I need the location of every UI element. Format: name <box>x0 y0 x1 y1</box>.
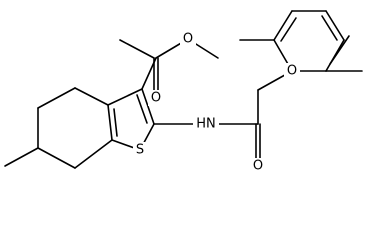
bond <box>325 10 345 41</box>
bond <box>74 87 109 106</box>
bond <box>113 108 118 137</box>
atom-label: O <box>183 32 193 47</box>
molecule-drawing: O O O HN S O <box>4 10 363 174</box>
bond <box>107 88 143 106</box>
bond <box>141 88 155 125</box>
bond <box>329 35 350 65</box>
atom-label: O <box>287 64 297 79</box>
atom-label: S <box>136 143 144 158</box>
atom-o-ester-carbonyl: O <box>148 90 164 106</box>
atom-label-layer: O O O HN S O <box>133 31 300 174</box>
bond <box>141 57 157 90</box>
atom-label: HN <box>196 117 216 132</box>
bond <box>280 17 297 42</box>
bond <box>37 147 76 169</box>
atom-label: O <box>253 159 263 174</box>
bond <box>136 94 148 124</box>
atom-nh: HN <box>193 116 219 132</box>
atom-o-ether: O <box>284 63 300 79</box>
bond <box>37 87 76 109</box>
atom-o-ester-single: O <box>180 31 196 47</box>
atom-o-amide: O <box>250 158 266 174</box>
atom-s-thiophene: S <box>133 142 147 158</box>
bond <box>119 39 155 59</box>
bond <box>74 139 113 169</box>
bond-layer <box>4 10 363 169</box>
bond <box>273 10 293 41</box>
bond <box>4 147 39 167</box>
structure-canvas: O O O HN S O <box>4 10 363 174</box>
atom-label: O <box>151 91 161 106</box>
bond <box>321 15 338 41</box>
bond <box>107 104 113 141</box>
